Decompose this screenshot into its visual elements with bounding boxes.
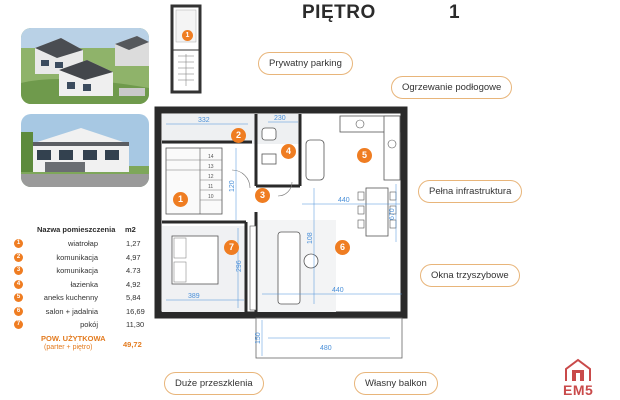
mini-stair-plan: 1: [168, 0, 204, 96]
mini-plan-badge: 1: [182, 30, 193, 41]
stair-number: 11: [208, 184, 213, 190]
legend-room-name: aneks kuchenny: [43, 293, 98, 302]
legend-number: 6: [14, 307, 23, 316]
legend-room-name: wiatrołap: [67, 239, 98, 248]
legend-room-area: 1,27: [126, 239, 141, 248]
dim-label: 670: [389, 208, 396, 220]
dim-label: 389: [188, 293, 200, 300]
feature-heating: Ogrzewanie podłogowe: [391, 76, 513, 99]
legend-row: 4 łazienka 4,92: [14, 279, 144, 291]
legend-row: 5 aneks kuchenny 5,84: [14, 292, 144, 304]
brand-house-icon: [560, 357, 596, 397]
legend-number: 4: [14, 280, 23, 289]
legend-row: 2 komunikacja 4,97: [14, 252, 144, 264]
legend-number: 3: [14, 266, 23, 275]
legend-room-area: 4,97: [126, 253, 141, 262]
building-photo-street: [21, 114, 149, 187]
legend-room-area: 4.73: [126, 266, 141, 275]
legend-row: 3 komunikacja 4.73: [14, 265, 144, 277]
feature-balcony: Własny balkon: [354, 372, 438, 395]
dim-label: 440: [338, 197, 350, 204]
floor-plan: 332 230 440 440 389 296 108 120 670 150 …: [152, 104, 412, 360]
stair-number: 13: [208, 164, 214, 170]
legend-number: 2: [14, 253, 23, 262]
brand-logo-text: EM5: [563, 382, 594, 398]
legend-area-header: m2: [125, 225, 136, 234]
legend-row: 1 wiatrołap 1,27: [14, 238, 144, 250]
legend-number: 1: [14, 239, 23, 248]
stair-number: 12: [208, 174, 214, 180]
dim-label: 332: [198, 117, 210, 124]
feature-infrastructure: Pełna infrastruktura: [418, 180, 523, 203]
room-badge-3: 3: [255, 188, 270, 203]
legend-room-area: 5,84: [126, 293, 141, 302]
room-badge-2: 2: [231, 128, 246, 143]
floor-title: PIĘTRO: [302, 2, 376, 23]
room-badge-1: 1: [173, 192, 188, 207]
legend-room-area: 16,69: [126, 307, 145, 316]
legend-number: 7: [14, 320, 23, 329]
feature-glazing: Duże przeszklenia: [164, 372, 264, 395]
feature-parking: Prywatny parking: [258, 52, 353, 75]
legend-room-name: komunikacja: [56, 266, 98, 275]
room-badge-6: 6: [335, 240, 350, 255]
dim-label: 440: [332, 287, 344, 294]
legend-room-area: 4,92: [126, 280, 141, 289]
dim-label: 108: [307, 232, 314, 244]
dim-label: 230: [274, 115, 286, 122]
room-badge-4: 4: [281, 144, 296, 159]
dim-label: 480: [320, 345, 332, 352]
total-area-sublabel: (parter + piętro): [44, 344, 93, 351]
legend-room-area: 11,30: [126, 320, 145, 329]
legend-room-name: pokój: [80, 320, 98, 329]
building-photo-aerial: [21, 28, 149, 104]
dim-label: 296: [236, 260, 243, 272]
stair-number: 10: [208, 194, 214, 200]
dim-label: 150: [255, 332, 262, 344]
legend-number: 5: [14, 293, 23, 302]
floor-number: 1: [449, 2, 461, 23]
total-area-label: POW. UŻYTKOWA: [41, 334, 106, 343]
legend-row: 7 pokój 11,30: [14, 319, 144, 331]
legend-row: 6 salon + jadalnia 16,69: [14, 306, 145, 318]
legend-room-name: komunikacja: [56, 253, 98, 262]
legend-room-name: salon + jadalnia: [45, 307, 98, 316]
legend-name-header: Nazwa pomieszczenia: [37, 225, 116, 234]
stair-number: 14: [208, 154, 214, 160]
room-badge-5: 5: [357, 148, 372, 163]
room-badge-7: 7: [224, 240, 239, 255]
feature-windows: Okna trzyszybowe: [420, 264, 520, 287]
total-area-value: 49,72: [123, 340, 142, 349]
dim-label: 120: [229, 180, 236, 192]
legend-room-name: łazienka: [70, 280, 98, 289]
